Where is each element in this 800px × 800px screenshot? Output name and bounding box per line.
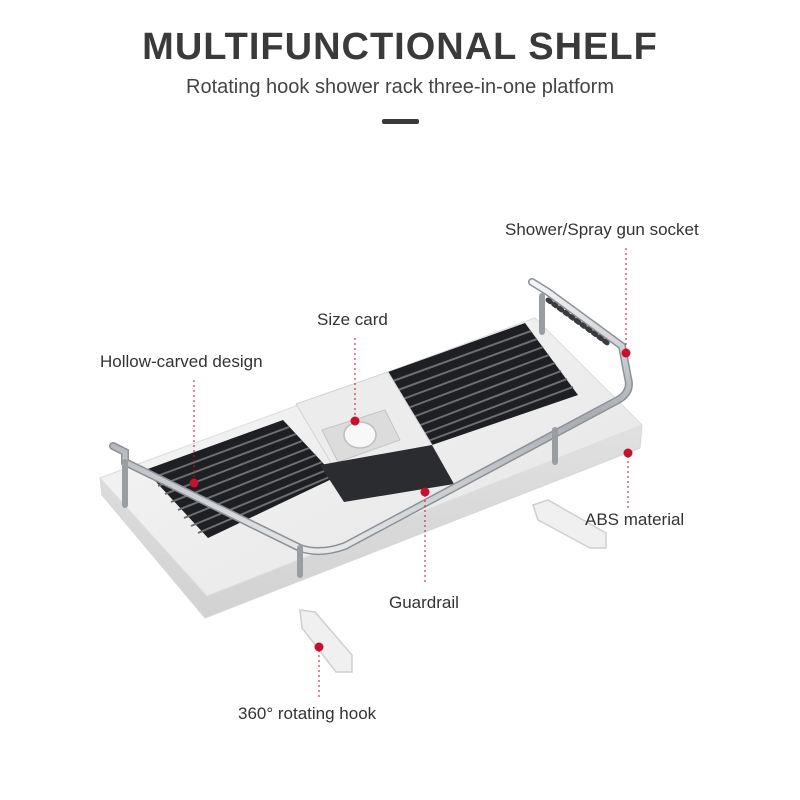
page-title: MULTIFUNCTIONAL SHELF [142,26,658,68]
callout-dot [314,642,324,652]
callout-abs-material [623,448,633,508]
callout-dot [621,348,631,358]
page-subtitle: Rotating hook shower rack three-in-one p… [186,76,614,98]
callout-dot [623,448,633,458]
size-card-holder [295,371,454,502]
label-size-card: Size card [317,310,388,329]
callout-shower-socket [621,248,631,358]
callout-hollow-carved [189,380,199,488]
label-hollow-carved: Hollow-carved design [100,352,263,371]
callout-dot [350,416,360,426]
label-abs-material: ABS material [585,510,685,529]
label-guardrail: Guardrail [389,593,459,612]
callout-size-card [350,338,360,426]
title-divider [382,119,419,124]
callout-dot [189,478,199,488]
callout-rotating-hook [314,642,324,698]
callout-dot [420,487,430,497]
rotating-hook-front [299,609,353,673]
callout-guardrail [420,487,430,585]
hollow-carved-grille-left [145,420,336,538]
hollow-carved-grille-right [388,323,578,445]
label-rotating-hook: 360° rotating hook [238,704,377,723]
label-shower-socket: Shower/Spray gun socket [505,220,699,239]
chrome-guardrail [109,278,633,578]
rotating-hook-back [532,499,607,549]
